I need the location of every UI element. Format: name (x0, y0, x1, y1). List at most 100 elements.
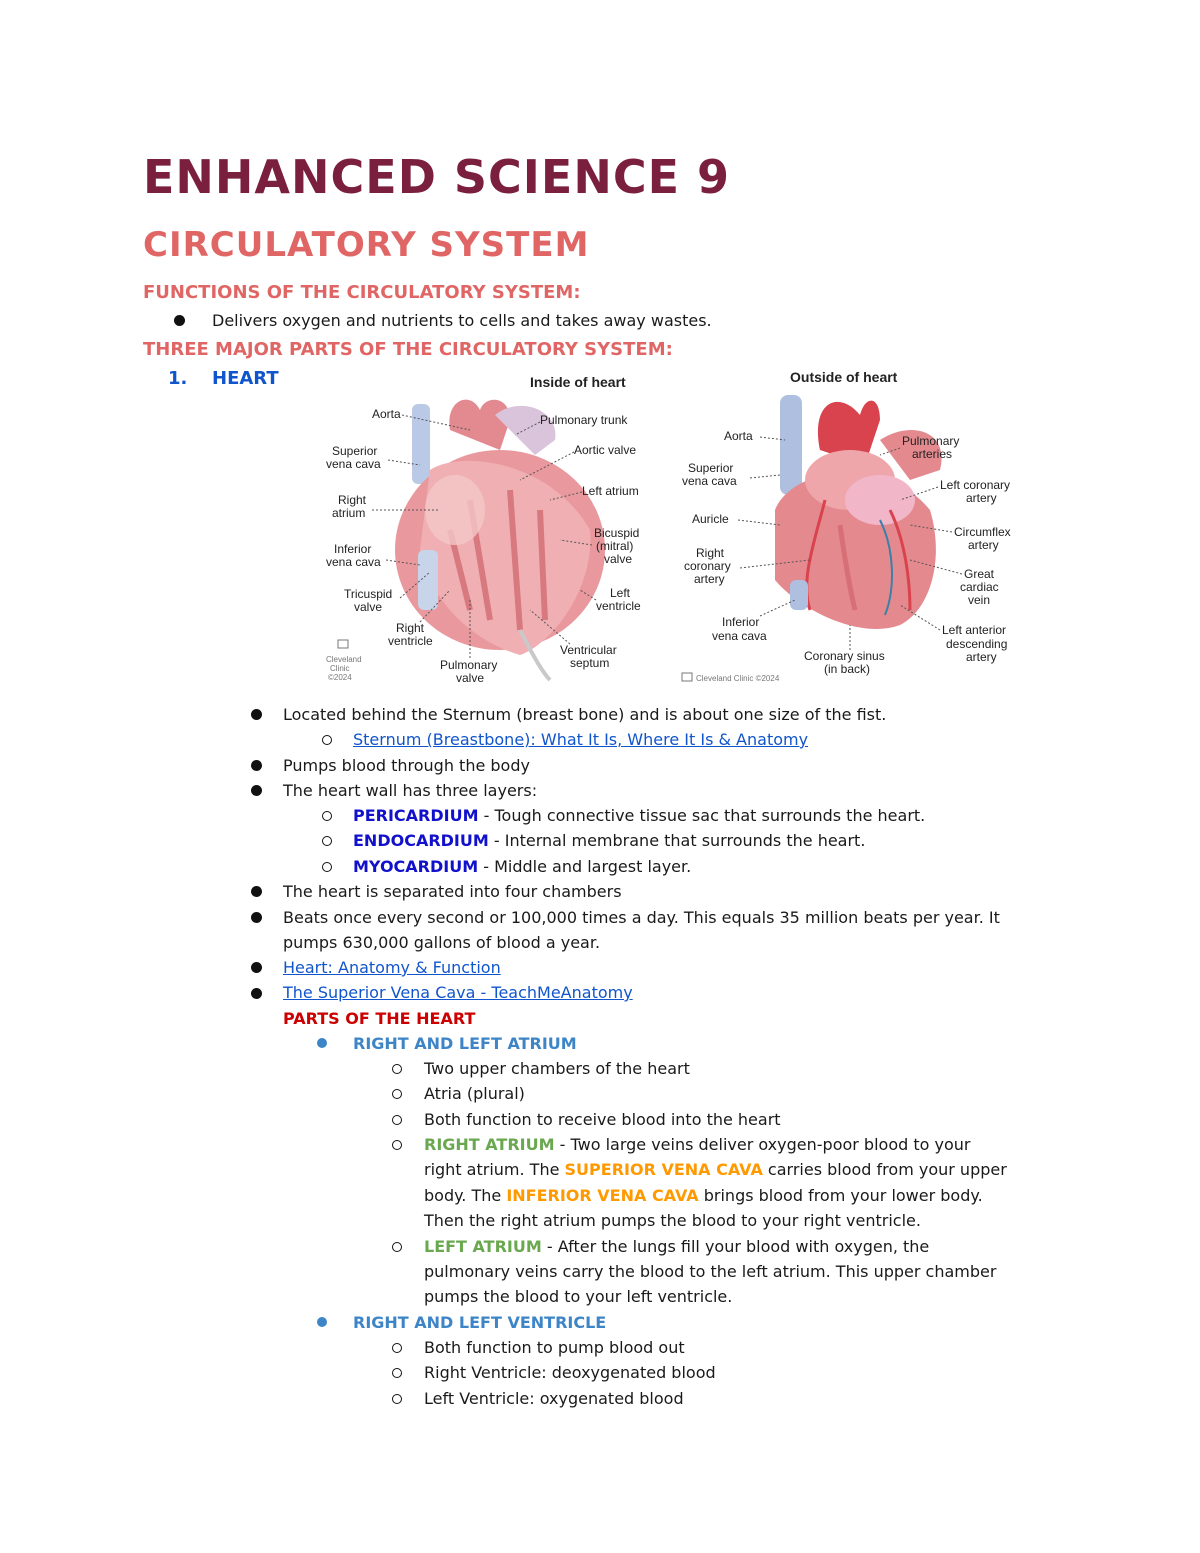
bullet-circle (392, 1394, 402, 1404)
atrium-item: Two upper chambers of the heart (424, 1059, 690, 1078)
desc-endocardium: - Internal membrane that surrounds the h… (488, 831, 866, 850)
outside-heart-labels: Outside of heart Aorta Superior vena cav… (681, 369, 1011, 683)
right-atrium-line-4: Then the right atrium pumps the blood to… (424, 1211, 921, 1230)
bullet-circle (392, 1064, 402, 1074)
heart-number: 1. (168, 368, 188, 389)
label-bicuspid: Bicuspid (594, 526, 639, 540)
bullet-circle (392, 1140, 402, 1150)
label-pulmonary-trunk: Pulmonary trunk (540, 413, 628, 427)
bullet-circle (392, 1089, 402, 1099)
inside-heart-labels: Inside of heart Aorta Superior vena cava… (326, 374, 641, 685)
bullet-circle (392, 1242, 402, 1252)
svg-text:Cleveland Clinic ©2024: Cleveland Clinic ©2024 (696, 674, 780, 683)
term-inferior-vena-cava: INFERIOR VENA CAVA (506, 1186, 699, 1205)
label-auricle: Auricle (692, 512, 729, 526)
heart-bullet-beats-2: pumps 630,000 gallons of blood a year. (283, 933, 601, 952)
heart-bullet-location: Located behind the Sternum (breast bone)… (283, 705, 887, 724)
left-atrium-line-1: LEFT ATRIUM - After the lungs fill your … (424, 1234, 929, 1259)
bullet-disc (251, 709, 262, 720)
svg-text:vena cava: vena cava (712, 629, 767, 643)
heart-anatomy-link[interactable]: Heart: Anatomy & Function (283, 958, 501, 977)
svg-text:vena cava: vena cava (326, 457, 381, 471)
right-atrium-text: - Two large veins deliver oxygen-poor bl… (554, 1135, 971, 1154)
label-aorta: Aorta (372, 407, 401, 421)
atrium-item: Atria (plural) (424, 1084, 525, 1103)
layer-endocardium: ENDOCARDIUM - Internal membrane that sur… (353, 828, 865, 853)
heart-bullet-layers: The heart wall has three layers: (283, 781, 538, 800)
svg-text:valve: valve (354, 600, 382, 614)
heart-bullet-chambers: The heart is separated into four chamber… (283, 882, 622, 901)
left-atrium-text: - After the lungs fill your blood with o… (541, 1237, 930, 1256)
svg-text:(mitral): (mitral) (596, 539, 633, 553)
label-right-atrium: Right (338, 493, 367, 507)
term-endocardium: ENDOCARDIUM (353, 831, 489, 850)
right-atrium-text: brings blood from your lower body. (698, 1186, 983, 1205)
bullet-circle (322, 811, 332, 821)
bullet-blue-dot (317, 1038, 327, 1048)
superior-vena-cava-link[interactable]: The Superior Vena Cava - TeachMeAnatomy (283, 983, 633, 1002)
term-right-atrium: RIGHT ATRIUM (424, 1135, 555, 1154)
right-atrium-text: carries blood from your upper (762, 1160, 1007, 1179)
bullet-circle (322, 862, 332, 872)
bullet-disc (251, 760, 262, 771)
label-right-ventricle: Right (396, 621, 425, 635)
svg-text:septum: septum (570, 656, 609, 670)
label-tricuspid: Tricuspid (344, 587, 392, 601)
label-aortic-valve: Aortic valve (574, 443, 636, 457)
svg-text:valve: valve (456, 671, 484, 685)
desc-pericardium: - Tough connective tissue sac that surro… (478, 806, 926, 825)
right-atrium-line-1: RIGHT ATRIUM - Two large veins deliver o… (424, 1132, 970, 1157)
label-great-cardiac-vein: Great (964, 567, 995, 581)
desc-myocardium: - Middle and largest layer. (478, 857, 692, 876)
bullet-circle (392, 1368, 402, 1378)
heart-heading: HEART (212, 368, 279, 389)
atrium-item: Both function to receive blood into the … (424, 1110, 781, 1129)
term-superior-vena-cava: SUPERIOR VENA CAVA (564, 1160, 763, 1179)
left-atrium-line-3: pumps the blood to your left ventricle. (424, 1287, 733, 1306)
heart-bullet-pumps: Pumps blood through the body (283, 756, 530, 775)
sternum-link[interactable]: Sternum (Breastbone): What It Is, Where … (353, 730, 809, 749)
bullet-disc (251, 785, 262, 796)
ventricle-item: Both function to pump blood out (424, 1338, 685, 1357)
term-myocardium: MYOCARDIUM (353, 857, 479, 876)
svg-text:Cleveland: Cleveland (326, 655, 362, 664)
svg-text:coronary: coronary (684, 559, 731, 573)
atrium-heading: RIGHT AND LEFT ATRIUM (353, 1034, 577, 1053)
svg-text:valve: valve (604, 552, 632, 566)
label-left-atrium: Left atrium (582, 484, 639, 498)
bullet-circle (322, 735, 332, 745)
svg-text:descending: descending (946, 637, 1007, 651)
term-left-atrium: LEFT ATRIUM (424, 1237, 542, 1256)
svg-text:artery: artery (968, 538, 999, 552)
right-atrium-line-2: right atrium. The SUPERIOR VENA CAVA car… (424, 1157, 1007, 1182)
left-atrium-line-2: pulmonary veins carry the blood to the l… (424, 1262, 997, 1281)
outside-heart-title: Outside of heart (790, 369, 898, 385)
svg-text:artery: artery (966, 491, 997, 505)
bullet-blue-dot (317, 1317, 327, 1327)
svg-text:vein: vein (968, 593, 990, 607)
svg-text:Clinic: Clinic (330, 664, 350, 673)
bullet-disc (251, 988, 262, 999)
inside-heart-illustration (395, 399, 605, 682)
label-left-coronary: Left coronary (940, 478, 1010, 492)
svg-text:arteries: arteries (912, 447, 952, 461)
parts-of-heart-heading: PARTS OF THE HEART (283, 1009, 476, 1028)
bullet-circle (322, 836, 332, 846)
cleveland-clinic-mark-outside: Cleveland Clinic ©2024 (681, 672, 780, 683)
svg-text:(in back): (in back) (824, 662, 870, 676)
label-pulmonary-arteries: Pulmonary (902, 434, 959, 448)
document-subtitle: CIRCULATORY SYSTEM (143, 225, 590, 265)
svg-text:atrium: atrium (332, 506, 365, 520)
label-circumflex: Circumflex (954, 525, 1011, 539)
label-pulmonary-valve: Pulmonary (440, 658, 497, 672)
svg-text:vena cava: vena cava (326, 555, 381, 569)
label-right-coronary: Right (696, 546, 725, 560)
label-lad: Left anterior (942, 623, 1006, 637)
bullet-disc (251, 962, 262, 973)
label-svc-outside: Superior (688, 461, 733, 475)
layer-myocardium: MYOCARDIUM - Middle and largest layer. (353, 854, 691, 879)
ventricle-heading: RIGHT AND LEFT VENTRICLE (353, 1313, 607, 1332)
svg-text:ventricle: ventricle (388, 634, 433, 648)
heart-anatomy-figure: Inside of heart Aorta Superior vena cava… (326, 369, 1011, 685)
svg-text:vena cava: vena cava (682, 474, 737, 488)
